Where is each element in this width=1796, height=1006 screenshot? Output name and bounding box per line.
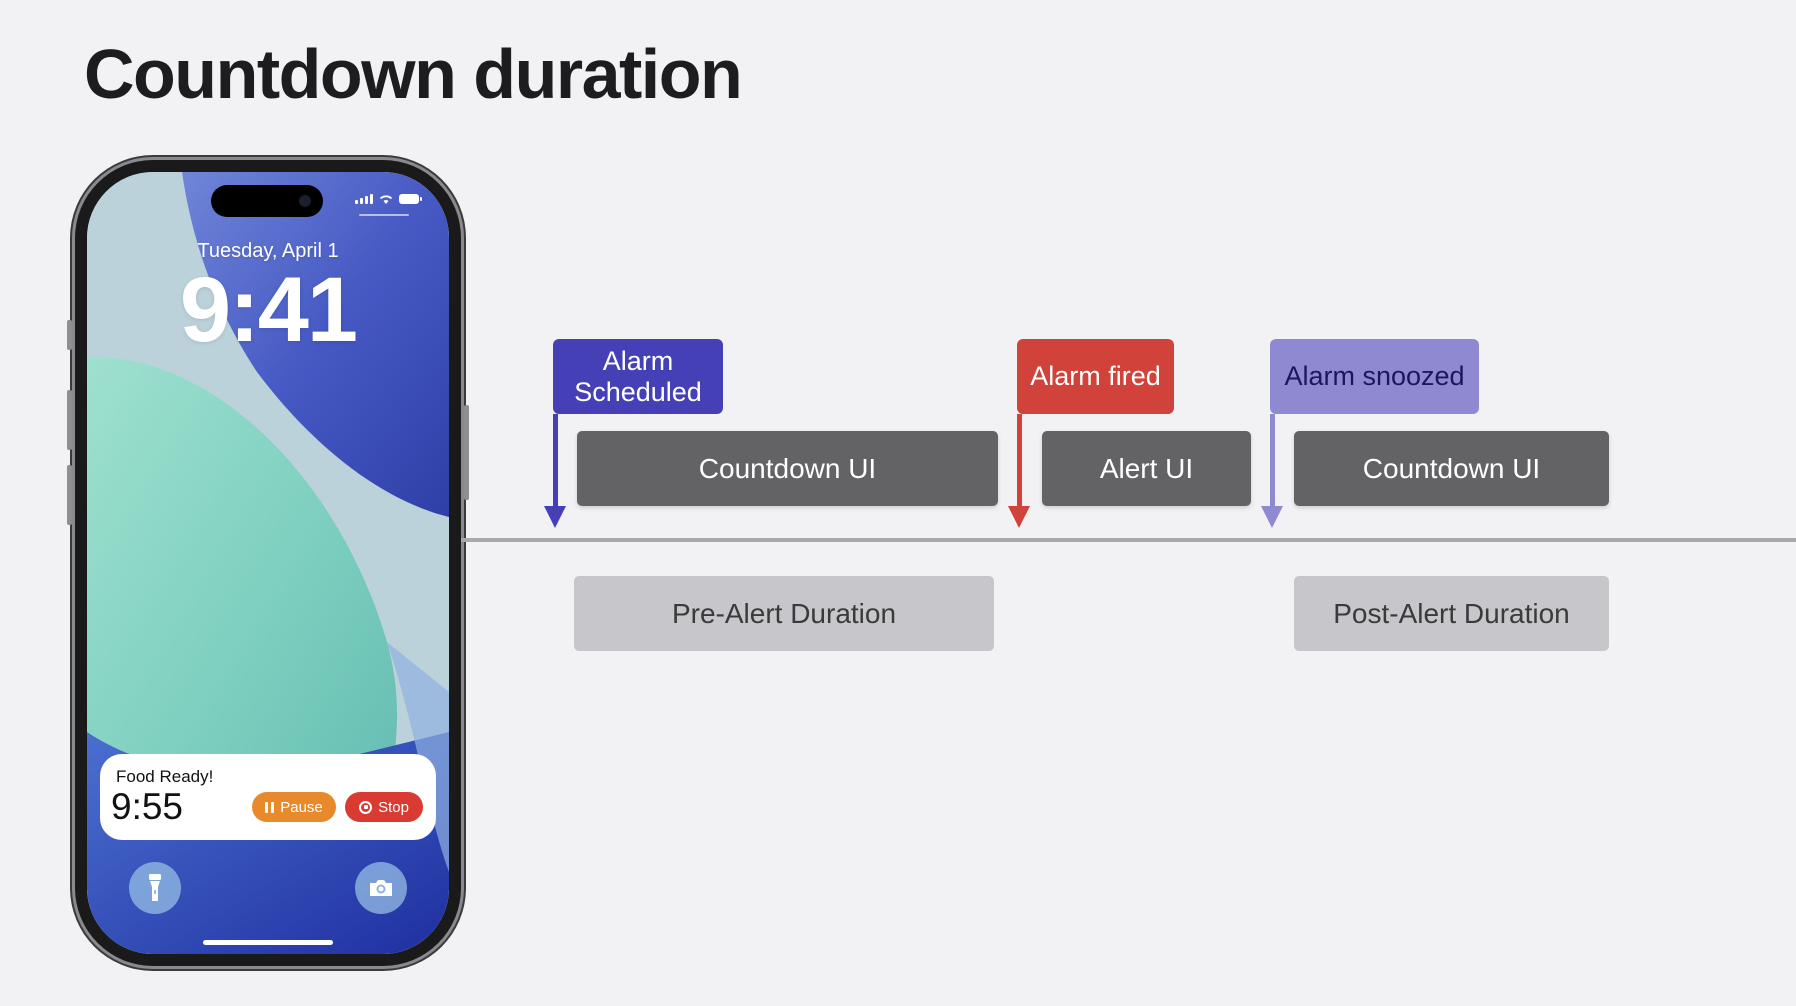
countdown-ui-box-1: Countdown UI: [577, 431, 998, 506]
iphone-mockup: Tuesday, April 1 9:41 Food Ready! 9:55 P…: [67, 160, 469, 966]
live-activity-title: Food Ready!: [116, 767, 214, 786]
camera-icon: [370, 880, 392, 896]
event-alarm-fired: Alarm fired: [1017, 339, 1174, 414]
lock-screen: Tuesday, April 1 9:41 Food Ready! 9:55 P…: [87, 172, 449, 954]
event-alarm-scheduled: Alarm Scheduled: [553, 339, 723, 414]
snoozed-arrow-head: [1261, 506, 1283, 528]
power-button: [464, 405, 469, 500]
timeline-axis: [461, 538, 1796, 542]
live-activity-timer: 9:55: [111, 786, 184, 827]
slide-title: Countdown duration: [84, 35, 743, 113]
alert-ui-box: Alert UI: [1042, 431, 1251, 506]
snoozed-arrow-stem: [1270, 414, 1275, 508]
battery-icon: [399, 194, 422, 204]
fired-arrow-head: [1008, 506, 1030, 528]
wifi-icon: [379, 195, 393, 204]
pause-label: Pause: [280, 798, 323, 816]
countdown-ui-box-2: Countdown UI: [1294, 431, 1609, 506]
timer-live-activity[interactable]: Food Ready! 9:55 Pause Stop: [100, 754, 436, 840]
status-underline: [359, 214, 409, 216]
home-indicator: [203, 940, 333, 945]
status-bar: [355, 194, 422, 204]
pre-alert-duration-box: Pre-Alert Duration: [574, 576, 994, 651]
stop-icon: [359, 800, 373, 814]
post-alert-duration-box: Post-Alert Duration: [1294, 576, 1609, 651]
flashlight-icon: [149, 874, 161, 901]
pause-icon: [265, 801, 275, 813]
signal-icon: [355, 194, 373, 204]
event-alarm-snoozed: Alarm snoozed: [1270, 339, 1479, 414]
lock-time: 9:41: [179, 259, 358, 361]
fired-arrow-stem: [1017, 414, 1022, 508]
volume-down-button: [67, 465, 72, 525]
stop-button[interactable]: Stop: [345, 792, 423, 822]
pause-button[interactable]: Pause: [252, 792, 336, 822]
camera-button[interactable]: [355, 862, 407, 914]
scheduled-arrow-head: [544, 506, 566, 528]
volume-up-button: [67, 390, 72, 450]
action-button: [67, 320, 72, 350]
lock-date: Tuesday, April 1: [197, 240, 339, 262]
dynamic-island: [211, 185, 323, 217]
scheduled-arrow-stem: [553, 414, 558, 508]
flashlight-button[interactable]: [129, 862, 181, 914]
stop-label: Stop: [378, 798, 409, 816]
